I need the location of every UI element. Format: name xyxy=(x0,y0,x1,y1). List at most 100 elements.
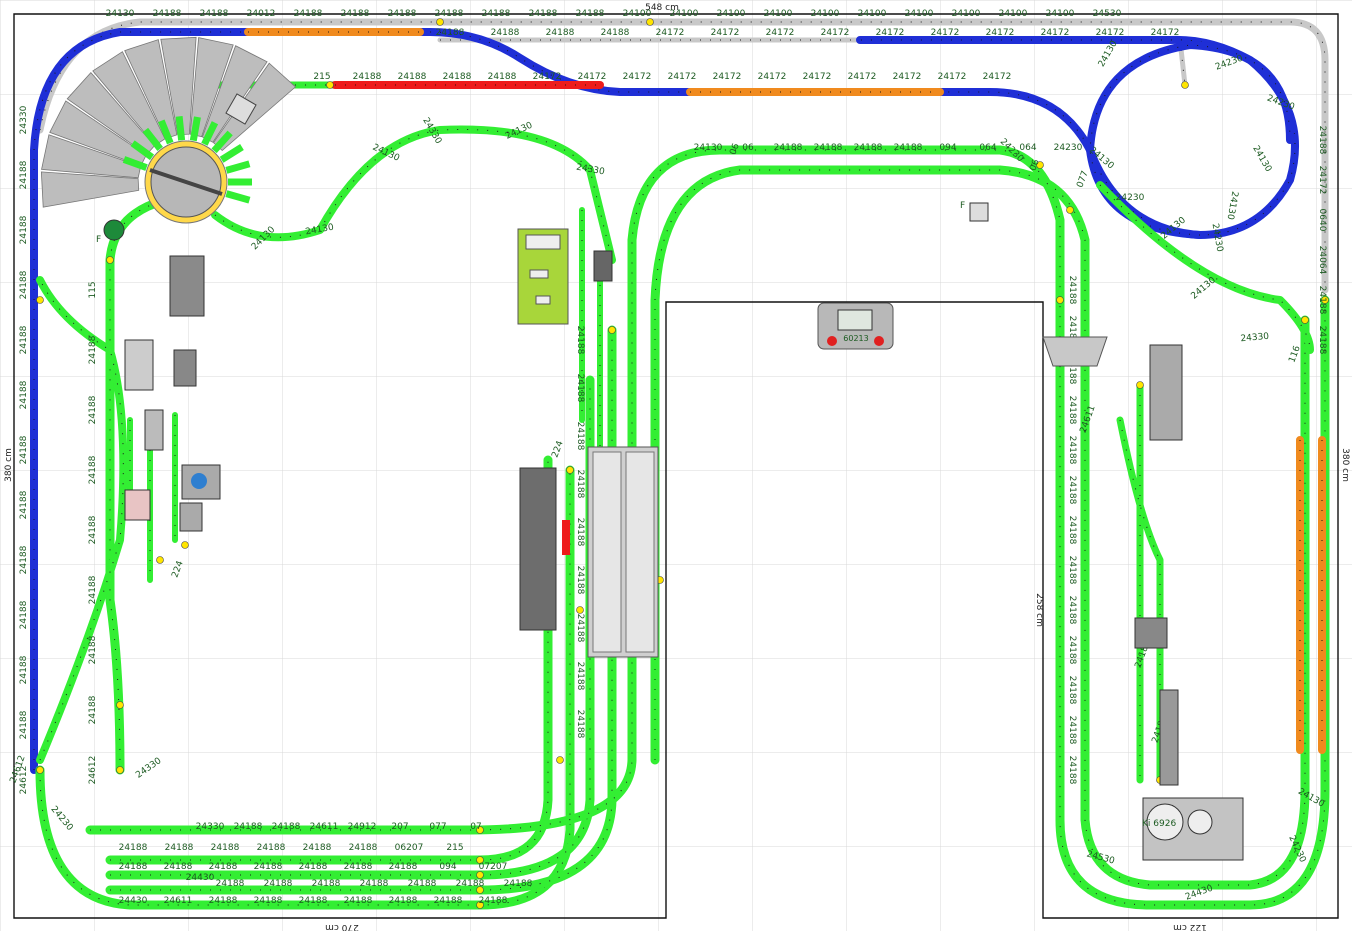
board-chip xyxy=(529,269,549,279)
track-joint xyxy=(1181,81,1189,89)
track-part-label: 24100 xyxy=(811,9,840,19)
track-part-label: 24100 xyxy=(999,9,1028,19)
track-part-label: 24188 xyxy=(1317,286,1327,315)
track-part-label: 24188 xyxy=(575,518,585,547)
track-part-label: 24188 xyxy=(479,896,508,906)
track-part-label: 24188 xyxy=(341,9,370,19)
track-part-label: 24188 xyxy=(774,143,803,153)
green-left-crossover[interactable] xyxy=(36,276,128,764)
green-upper-curve[interactable] xyxy=(211,125,616,264)
dimension-right: 380 cm xyxy=(1340,448,1350,482)
track-part-label: 06 xyxy=(1028,158,1041,172)
track-joint xyxy=(556,756,564,764)
track-part-label: 077 xyxy=(429,822,446,832)
track-part-label: 24188 xyxy=(264,879,293,889)
turntable-spur[interactable] xyxy=(201,121,219,146)
crane-wheel xyxy=(1187,809,1213,835)
track-part-label: 24172 xyxy=(578,72,607,82)
track-part-label: 24100 xyxy=(858,9,887,19)
track-part-label: 24430 xyxy=(119,896,148,906)
track-part-label: 24188 xyxy=(19,490,29,519)
track-part-label: 24188 xyxy=(88,335,98,364)
warehouse-long xyxy=(1159,689,1179,786)
green-track-network[interactable] xyxy=(35,81,1330,910)
track-part-label: 064 xyxy=(1019,143,1036,153)
track-part-label: 24188 xyxy=(299,862,328,872)
track-part-label: 24172 xyxy=(533,72,562,82)
green-right-link[interactable] xyxy=(1096,181,1314,354)
board-chip xyxy=(535,295,551,305)
track-part-label: 24188 xyxy=(19,325,29,354)
green-right-yard-sleepers xyxy=(1119,385,1161,780)
turntable-spur[interactable] xyxy=(225,190,251,204)
green-inner-right-sleepers xyxy=(654,169,1306,886)
track-part-label: 24172 xyxy=(938,72,967,82)
track-part-label: 24330 xyxy=(1240,332,1270,344)
track-joint xyxy=(116,701,124,709)
track-part-label: 24188 xyxy=(299,896,328,906)
track-part-label: 24188 xyxy=(1317,326,1327,355)
track-part-label: 24100 xyxy=(764,9,793,19)
track-part-label: 24172 xyxy=(766,28,795,38)
turntable-spur[interactable] xyxy=(225,160,251,174)
track-part-label: 215 xyxy=(446,843,463,853)
track-part-label: 24064 xyxy=(1317,246,1327,275)
track-part-label: 24130 xyxy=(694,143,723,153)
shed-small xyxy=(144,409,164,451)
track-part-label: 24172 xyxy=(656,28,685,38)
roundhouse-stall xyxy=(189,37,234,138)
turntable-spur[interactable] xyxy=(158,119,174,145)
turntable-bridge[interactable] xyxy=(149,168,223,196)
track-part-label: 24230 xyxy=(1054,143,1083,153)
turntable-spur[interactable] xyxy=(189,116,201,142)
turntable-spur[interactable] xyxy=(175,115,186,141)
track-part-label: 24188 xyxy=(894,143,923,153)
shed-blue-crane xyxy=(181,464,221,500)
roundhouse-stall xyxy=(41,134,142,179)
track-joint xyxy=(1301,316,1309,324)
turntable-spur[interactable] xyxy=(142,127,163,152)
dimension-bottom-left: 270 cm xyxy=(325,922,359,931)
turntable-spur[interactable] xyxy=(122,156,148,171)
controller-red-button[interactable] xyxy=(827,336,837,346)
accessories: 60213 Ki 6926 F F xyxy=(96,93,1244,861)
track-part-label: 064 xyxy=(979,143,996,153)
goods-shed xyxy=(1149,344,1183,441)
track-joint xyxy=(476,901,484,909)
track-part-label: 24172 xyxy=(983,72,1012,82)
track-part-label: 24611 xyxy=(164,896,193,906)
track-joint xyxy=(1056,296,1064,304)
controller-red-button[interactable] xyxy=(874,336,884,346)
track-part-label: 24430 xyxy=(186,873,215,883)
small-hut xyxy=(225,93,257,125)
orange-right-sidings[interactable] xyxy=(1296,436,1326,754)
turntable[interactable] xyxy=(40,36,297,224)
green-left-inner-sleepers xyxy=(109,194,201,771)
shed-small xyxy=(124,339,154,391)
track-part-label: 24188 xyxy=(388,9,417,19)
track-part-label: 24100 xyxy=(717,9,746,19)
track-part-label: 24188 xyxy=(575,470,585,499)
green-loop-outer[interactable] xyxy=(35,465,575,910)
track-part-label: 24188 xyxy=(216,879,245,889)
turntable-spur[interactable] xyxy=(219,144,244,163)
track-part-label: 24188 xyxy=(254,896,283,906)
track-part-label: 24100 xyxy=(670,9,699,19)
board-outline xyxy=(13,13,1339,919)
green-line-4[interactable] xyxy=(105,325,617,895)
track-joint xyxy=(476,856,484,864)
green-line-2[interactable] xyxy=(105,455,553,865)
turntable-spur[interactable] xyxy=(130,140,155,161)
green-big-loop[interactable] xyxy=(85,145,1330,910)
track-joint xyxy=(646,18,654,26)
track-part-label: 24188 xyxy=(575,326,585,355)
track-part-label: 24172 xyxy=(821,28,850,38)
track-part-label: 24912 xyxy=(348,822,377,832)
track-part-label: 24188 xyxy=(814,143,843,153)
turntable-spur[interactable] xyxy=(211,130,233,154)
track-joint xyxy=(1321,296,1329,304)
track-part-label: 24188 xyxy=(19,160,29,189)
colored-track-segments[interactable] xyxy=(36,18,1329,909)
